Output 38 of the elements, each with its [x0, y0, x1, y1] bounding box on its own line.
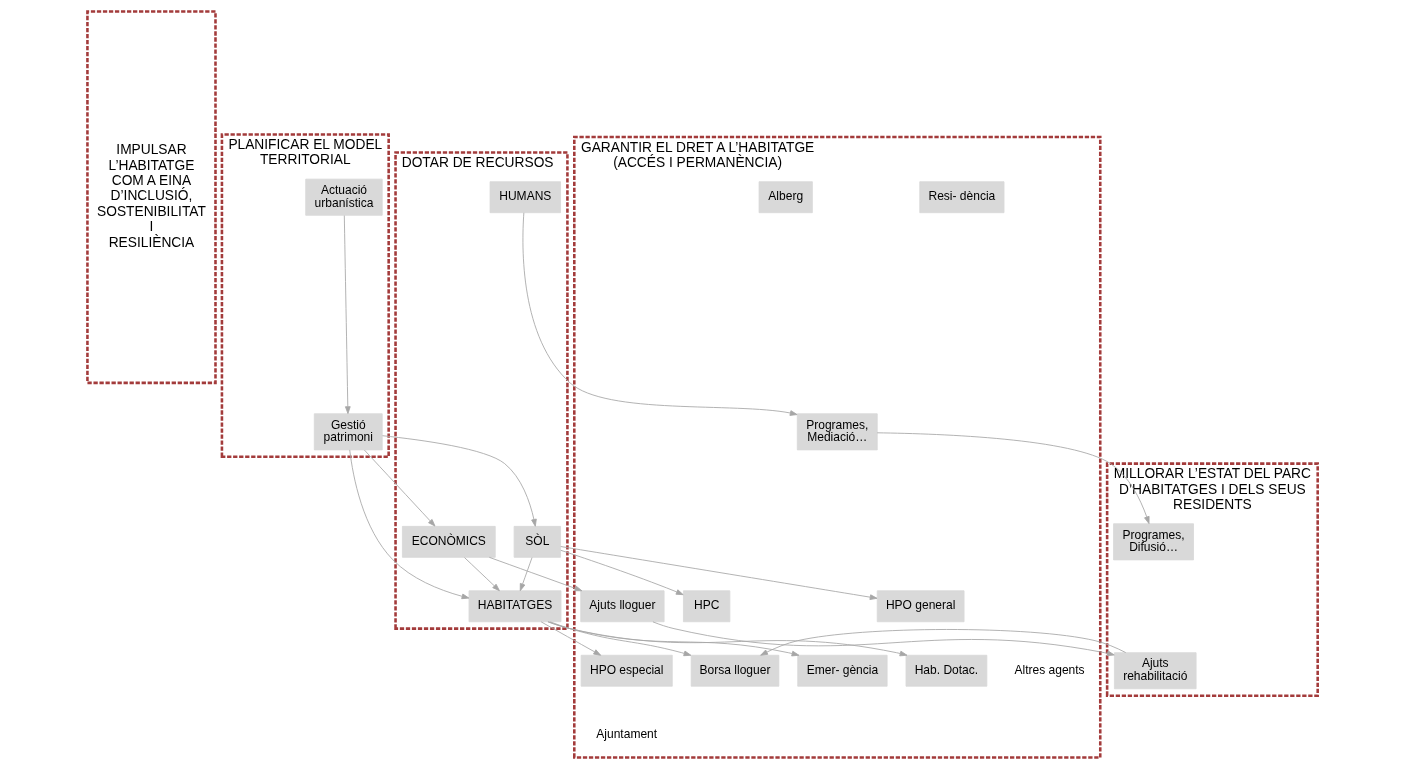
arrow — [519, 557, 532, 592]
node-box: Resi- dència — [918, 181, 1004, 214]
node-box: Gestió patrimoni — [313, 413, 383, 451]
node-box: Alberg — [758, 181, 813, 214]
arrow — [463, 557, 500, 592]
arrow — [876, 432, 1149, 525]
arrow — [488, 556, 582, 592]
arrow — [547, 621, 799, 657]
arrow — [348, 449, 469, 600]
arrow — [343, 215, 351, 414]
arrow — [559, 549, 684, 596]
node-box: Programes, Difusió… — [1112, 523, 1194, 561]
node-box: ECONÒMICS — [401, 525, 496, 558]
label: Ajuntament — [595, 727, 657, 742]
arrow — [363, 449, 435, 527]
arrow — [540, 621, 601, 656]
arrow — [549, 621, 691, 657]
label: Altres agents — [1013, 662, 1085, 677]
node-box: Programes, Mediació… — [796, 413, 878, 451]
node-box: Hab. Dotac. — [905, 654, 987, 687]
arrow — [559, 546, 877, 600]
node-box: HUMANS — [489, 181, 561, 214]
arrow — [547, 621, 907, 657]
node-box: SÒL — [513, 525, 561, 558]
node-box: Actuació urbanística — [304, 178, 383, 216]
node-box: Ajuts lloguer — [579, 590, 665, 623]
node-box: Ajuts rehabilitació — [1113, 652, 1196, 690]
node-box: HABITATGES — [468, 590, 561, 623]
node-box: HPO especial — [580, 654, 673, 687]
arrow — [522, 212, 798, 416]
node-box: IMPULSAR L’HABITATGE COM A EINA D’INCLUSIÓ, SOSTENIBILITAT I RESILIÈNCIA — [85, 10, 217, 385]
node-box: Emer- gència — [796, 654, 888, 687]
arrow — [652, 621, 1115, 657]
node-box: HPC — [682, 590, 730, 623]
node-box: Borsa lloguer — [690, 654, 779, 687]
node-box: HPO general — [876, 590, 964, 623]
arrow — [759, 629, 1126, 656]
arrow — [381, 435, 537, 527]
